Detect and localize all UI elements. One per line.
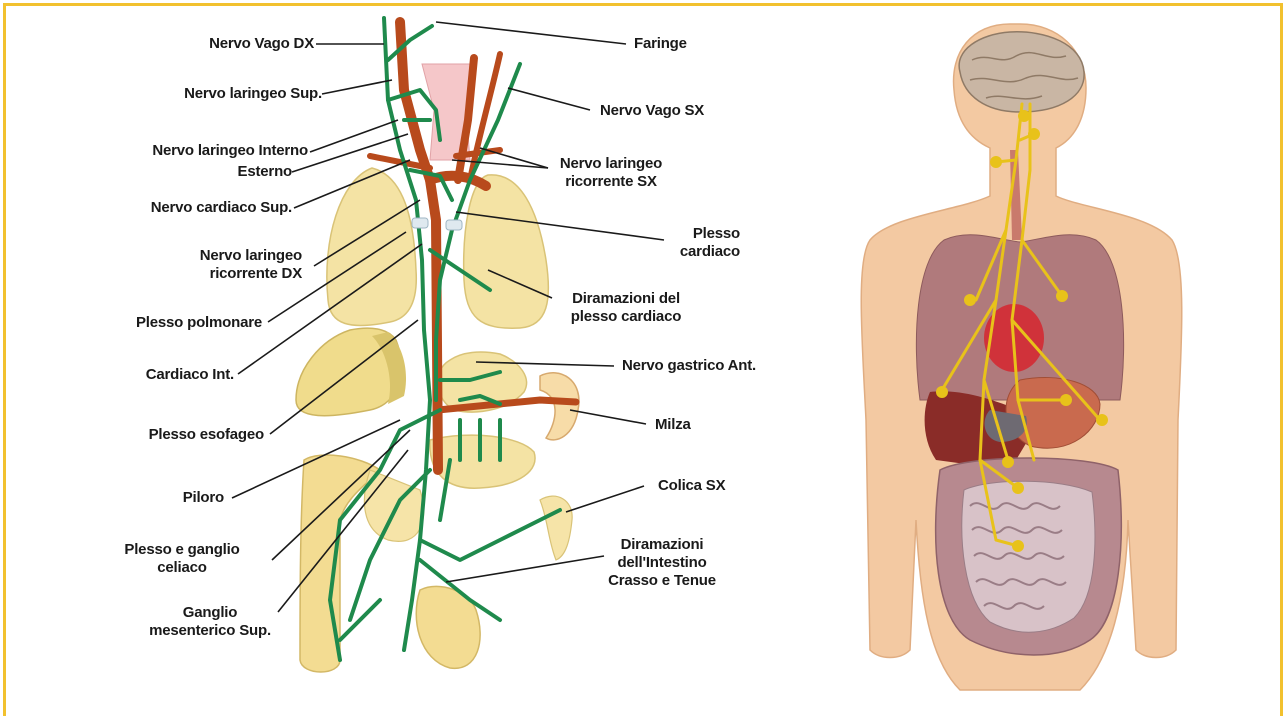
label-faringe: Faringe [634, 35, 687, 53]
label-line-2: plesso cardiaco [556, 308, 696, 326]
label-plesso-ganglio-celiaco: Plesso e ganglio celiaco [112, 541, 252, 577]
label-nervo-laringeo-sup: Nervo laringeo Sup. [184, 85, 322, 103]
label-diramazioni-plesso-cardiaco: Diramazioni del plesso cardiaco [556, 290, 696, 326]
label-nervo-vago-dx: Nervo Vago DX [209, 35, 314, 53]
right-torso-illustration [861, 24, 1182, 690]
left-lung [464, 175, 549, 328]
label-diramazioni-intestino: Diramazioni dell'Intestino Crasso e Tenu… [592, 536, 732, 590]
left-anatomy-illustration [296, 18, 579, 672]
label-line-3: Crasso e Tenue [592, 572, 732, 590]
label-nervo-gastrico-ant: Nervo gastrico Ant. [622, 357, 756, 375]
label-colica-sx: Colica SX [658, 477, 725, 495]
label-nervo-laringeo-ricorrente-sx: Nervo laringeo ricorrente SX [546, 155, 676, 191]
label-line-2: ricorrente DX [200, 265, 302, 283]
label-ganglio-mesenterico-sup: Ganglio mesenterico Sup. [140, 604, 280, 640]
label-line-2: cardiaco [680, 243, 740, 261]
label-nervo-laringeo-interno: Nervo laringeo Interno [152, 142, 308, 160]
label-plesso-esofageo: Plesso esofageo [149, 426, 264, 444]
label-line-1: Ganglio [140, 604, 280, 622]
label-nervo-laringeo-ricorrente-dx: Nervo laringeo ricorrente DX [200, 247, 302, 283]
label-line-1: Plesso e ganglio [112, 541, 252, 559]
label-milza: Milza [655, 416, 691, 434]
label-nervo-cardiaco-sup: Nervo cardiaco Sup. [151, 199, 292, 217]
label-line-1: Nervo laringeo [546, 155, 676, 173]
label-line-2: ricorrente SX [546, 173, 676, 191]
label-line-1: Nervo laringeo [200, 247, 302, 265]
label-line-1: Diramazioni del [556, 290, 696, 308]
label-nervo-vago-sx: Nervo Vago SX [600, 102, 704, 120]
label-line-1: Diramazioni [592, 536, 732, 554]
label-esterno: Esterno [238, 163, 292, 181]
label-piloro: Piloro [183, 489, 224, 507]
label-line-2: celiaco [112, 559, 252, 577]
label-cardiaco-int: Cardiaco Int. [146, 366, 234, 384]
spleen [540, 373, 579, 440]
label-line-2: mesenterico Sup. [140, 622, 280, 640]
brain [959, 32, 1084, 112]
label-plesso-cardiaco: Plesso cardiaco [680, 225, 740, 261]
label-plesso-polmonare: Plesso polmonare [136, 314, 262, 332]
label-line-1: Plesso [680, 225, 740, 243]
label-line-2: dell'Intestino [592, 554, 732, 572]
